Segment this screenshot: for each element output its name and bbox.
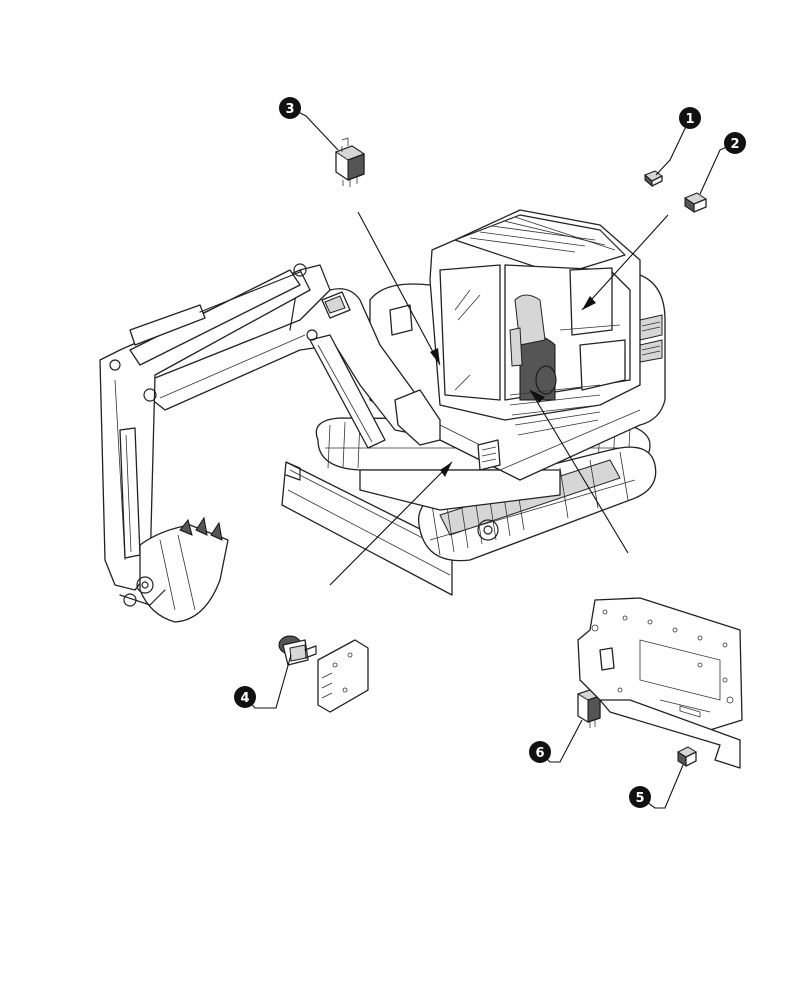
callout-label-3: 3 [285, 102, 294, 117]
bucket [119, 516, 229, 623]
arm [99, 263, 311, 591]
part-2-relay [683, 192, 708, 213]
callout-label-6: 6 [535, 746, 544, 761]
callout-label-4: 4 [240, 691, 249, 706]
part-5-relay [676, 746, 698, 767]
part-1-small-relay [644, 170, 663, 188]
callout-6: 6 [529, 741, 551, 763]
part-6-relay [576, 689, 602, 728]
callout-5: 5 [629, 786, 651, 808]
part-relay-mounting-panel [577, 597, 743, 769]
callout-label-5: 5 [635, 791, 644, 806]
cab [429, 209, 641, 436]
callout-label-1: 1 [685, 112, 694, 127]
leader-lines [329, 211, 669, 586]
excavator-illustration [99, 209, 666, 623]
callout-4: 4 [234, 686, 256, 708]
callout-3: 3 [279, 97, 301, 119]
callout-2: 2 [724, 132, 746, 154]
part-4-buzzer-and-board [278, 635, 369, 713]
callout-label-2: 2 [730, 137, 739, 152]
callout-1: 1 [679, 107, 701, 129]
boom [139, 264, 441, 449]
part-3-relay [334, 137, 366, 187]
